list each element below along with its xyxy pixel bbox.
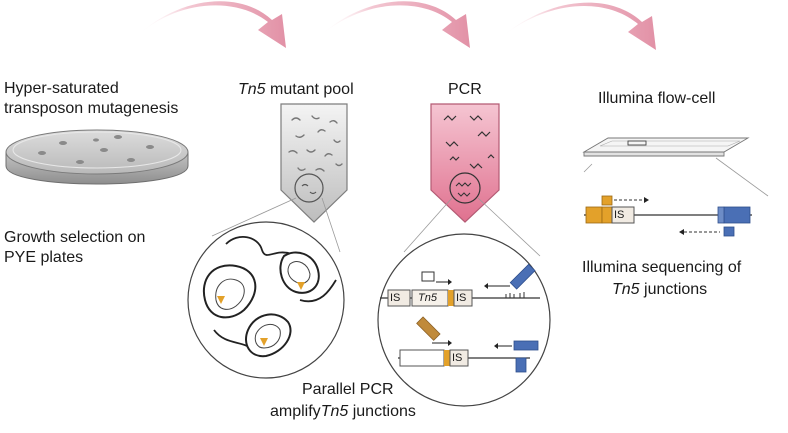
zoom-circle-bacteria xyxy=(187,221,345,379)
step3-title: PCR xyxy=(448,81,482,98)
tn5-label: Tn5 xyxy=(418,290,437,306)
step4-title: Illumina flow-cell xyxy=(598,90,716,107)
is-label-3: IS xyxy=(452,352,463,364)
step2-title: Tn5 mutant pool xyxy=(238,80,354,100)
zoom-circle-pcr xyxy=(377,233,551,407)
flow-cell xyxy=(582,137,769,197)
process-arrow-2 xyxy=(318,1,470,48)
step1-subtitle-line2: PYE plates xyxy=(4,249,84,266)
step1-title-line2: transposon mutagenesis xyxy=(4,100,179,117)
zoom-caption-prefix: amplify xyxy=(270,403,321,420)
step4-caption-italic: Tn5 xyxy=(612,281,640,298)
petri-plate xyxy=(5,129,189,185)
step2-title-rest: mutant pool xyxy=(265,81,354,98)
step4-caption-line2: Tn5 junctions xyxy=(612,280,707,300)
sequencing-construct xyxy=(584,195,752,237)
tn5-label-text: Tn5 xyxy=(418,292,437,304)
step4-caption-line1: Illumina sequencing of xyxy=(582,259,742,276)
zoom-caption-line2: amplifyTn5 junctions xyxy=(270,402,416,422)
is-label-1: IS xyxy=(390,292,401,304)
step2-title-italic: Tn5 xyxy=(238,81,266,98)
mutant-pool-tube xyxy=(211,103,348,253)
step4-caption-rest: junctions xyxy=(639,281,708,298)
step1-subtitle-line1: Growth selection on xyxy=(4,229,146,246)
is-label-seq: IS xyxy=(614,209,625,221)
step1-title-line1: Hyper-saturated xyxy=(4,80,119,97)
zoom-caption-suffix: junctions xyxy=(348,403,416,420)
process-arrow-3 xyxy=(498,2,656,50)
process-arrow-1 xyxy=(135,1,286,48)
pcr-tube xyxy=(403,103,541,257)
zoom-caption-italic: Tn5 xyxy=(320,403,349,420)
zoom-caption-line1: Parallel PCR xyxy=(302,381,394,398)
is-label-2: IS xyxy=(456,292,467,304)
